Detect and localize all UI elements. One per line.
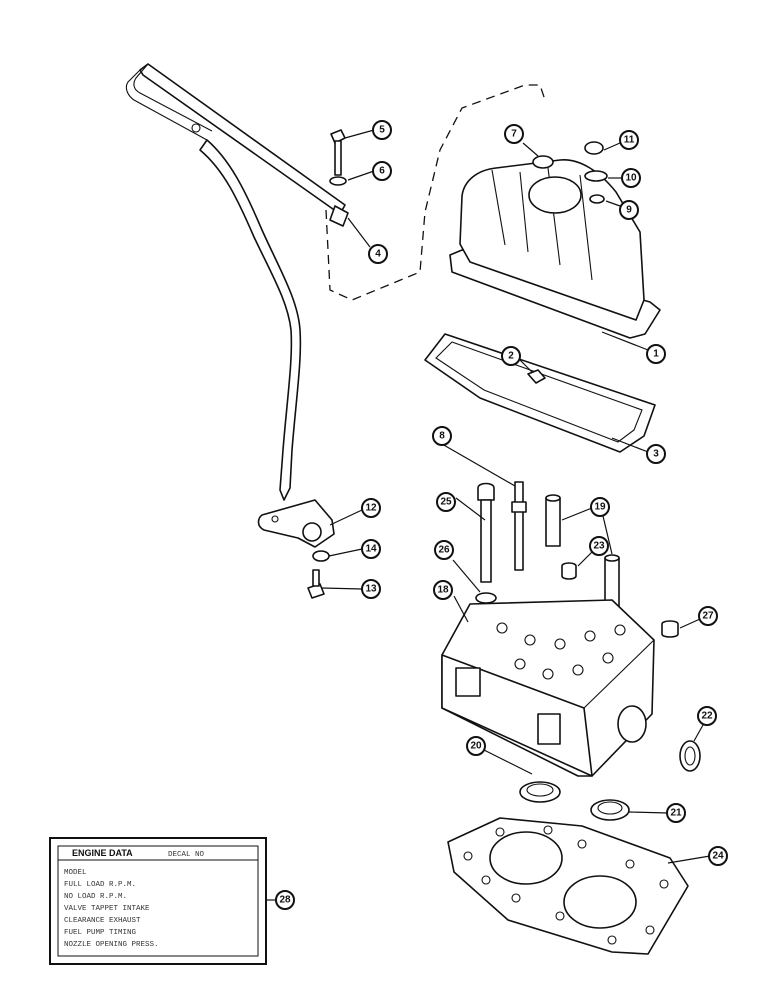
bolt-13 xyxy=(307,569,325,599)
grommet-7 xyxy=(532,155,554,169)
callout-25: 25 xyxy=(436,492,456,512)
washer-14 xyxy=(312,550,330,562)
svg-text:28: 28 xyxy=(279,895,291,906)
svg-text:11: 11 xyxy=(624,135,635,146)
callout-28: 28 xyxy=(275,890,295,910)
decal-line: NOZZLE OPENING PRESS. xyxy=(64,941,159,949)
svg-text:26: 26 xyxy=(438,545,450,556)
svg-text:2: 2 xyxy=(508,351,514,362)
callout-10: 10 xyxy=(621,168,641,188)
svg-text:4: 4 xyxy=(375,249,381,260)
svg-text:12: 12 xyxy=(365,503,377,514)
callout-22: 22 xyxy=(697,706,717,726)
decal-title: ENGINE DATA xyxy=(72,848,133,858)
callout-1: 1 xyxy=(646,344,666,364)
bolt-5 xyxy=(330,129,346,176)
svg-text:1: 1 xyxy=(653,349,659,360)
leader-lines xyxy=(266,129,711,901)
svg-text:7: 7 xyxy=(511,129,517,140)
seal-ring-22 xyxy=(679,740,701,772)
pushrod-tube-right xyxy=(604,554,620,611)
svg-text:3: 3 xyxy=(653,449,659,460)
washer-9 xyxy=(589,194,605,204)
pushrod-tube-left xyxy=(545,494,561,547)
cylinder-head xyxy=(441,599,655,777)
decal-line: FULL LOAD R.P.M. xyxy=(64,881,136,889)
washer-26 xyxy=(475,592,497,604)
callout-9: 9 xyxy=(619,200,639,220)
plug-2 xyxy=(527,369,546,384)
decal-line: NO LOAD R.P.M. xyxy=(64,893,127,901)
svg-text:21: 21 xyxy=(670,808,682,819)
callout-8: 8 xyxy=(432,426,452,446)
decal-line: VALVE TAPPET INTAKE xyxy=(64,905,150,913)
svg-text:27: 27 xyxy=(702,611,714,622)
svg-text:13: 13 xyxy=(365,584,377,595)
svg-text:24: 24 xyxy=(712,851,724,862)
svg-text:8: 8 xyxy=(439,431,445,442)
callout-20: 20 xyxy=(466,736,486,756)
callout-4: 4 xyxy=(368,244,388,264)
callout-21: 21 xyxy=(666,803,686,823)
callout-13: 13 xyxy=(361,579,381,599)
svg-text:10: 10 xyxy=(625,173,637,184)
svg-text:22: 22 xyxy=(701,711,713,722)
callout-12: 12 xyxy=(361,498,381,518)
seal-ring-20 xyxy=(519,781,561,803)
svg-text:20: 20 xyxy=(470,741,482,752)
svg-text:5: 5 xyxy=(379,125,385,136)
stud-8 xyxy=(511,481,527,571)
cover-gasket xyxy=(424,333,656,453)
head-gasket xyxy=(447,817,689,955)
svg-text:25: 25 xyxy=(440,497,452,508)
seal-ring-21 xyxy=(590,799,630,821)
callout-26: 26 xyxy=(434,540,454,560)
callout-6: 6 xyxy=(372,161,392,181)
decal-line: MODEL xyxy=(64,869,87,877)
svg-text:6: 6 xyxy=(379,166,385,177)
callout-3: 3 xyxy=(646,444,666,464)
callout-14: 14 xyxy=(361,539,381,559)
svg-text:9: 9 xyxy=(626,205,632,216)
decal-line: CLEARANCE EXHAUST xyxy=(64,917,141,925)
callout-19: 19 xyxy=(590,497,610,517)
decal-subtitle: DECAL NO xyxy=(168,851,205,859)
callout-7: 7 xyxy=(504,124,524,144)
nut-11 xyxy=(584,141,604,155)
washer-10 xyxy=(584,170,608,182)
engine-data-decal: ENGINE DATA DECAL NO MODEL FULL LOAD R.P… xyxy=(49,837,267,965)
callout-24: 24 xyxy=(708,846,728,866)
seal-23 xyxy=(561,562,577,580)
callout-11: 11 xyxy=(619,130,639,150)
svg-text:18: 18 xyxy=(437,585,449,596)
callout-5: 5 xyxy=(372,120,392,140)
decal-line: FUEL PUMP TIMING xyxy=(64,929,137,937)
washer-6 xyxy=(329,176,347,186)
bolt-25 xyxy=(477,482,495,583)
svg-text:14: 14 xyxy=(365,544,377,555)
plug-27 xyxy=(661,620,679,638)
callout-23: 23 xyxy=(589,536,609,556)
callout-27: 27 xyxy=(698,606,718,626)
dashed-reference-line xyxy=(325,84,546,301)
callout-18: 18 xyxy=(433,580,453,600)
support-bracket xyxy=(257,499,335,548)
dipstick-tube xyxy=(125,63,349,501)
callout-2: 2 xyxy=(501,346,521,366)
svg-text:19: 19 xyxy=(594,502,606,513)
svg-text:23: 23 xyxy=(593,541,605,552)
